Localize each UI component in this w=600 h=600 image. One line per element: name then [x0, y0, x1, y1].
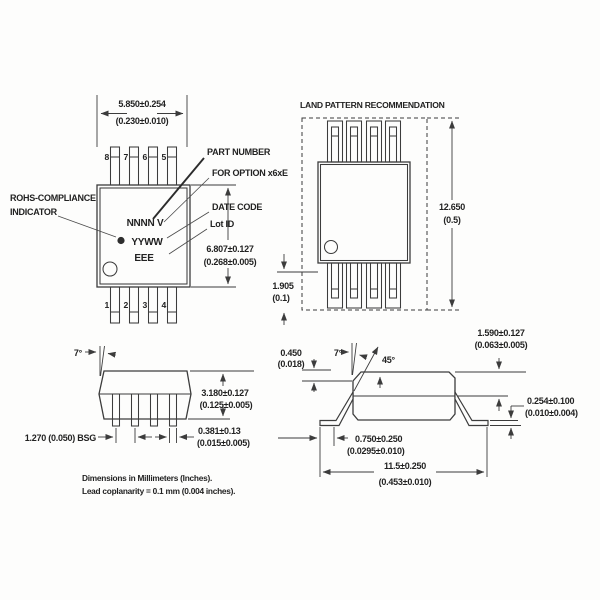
part-number-label: PART NUMBER — [207, 147, 271, 157]
rohs-label-line1: ROHS-COMPLIANCE — [10, 193, 96, 203]
package-body — [96, 184, 191, 288]
side-pitch-dim: 1.270 (0.050) BSG — [25, 433, 97, 443]
for-option-label: FOR OPTION x6xE — [212, 168, 288, 178]
top-pins: 8 7 6 5 — [104, 146, 178, 186]
pin-number: 5 — [161, 152, 166, 162]
land-height-in: (0.5) — [443, 215, 461, 225]
note-coplanarity: Lead coplanarity = 0.1 mm (0.004 inches)… — [82, 486, 235, 496]
foot-mm: 0.750±0.250 — [355, 434, 402, 444]
rohs-label-line2: INDICATOR — [10, 207, 58, 217]
note-units: Dimensions in Millimeters (Inches). — [82, 473, 212, 483]
side-height-mm: 3.180±0.127 — [201, 388, 248, 398]
pin-number: 7 — [123, 152, 128, 162]
end-draft-angle: 7° — [334, 348, 343, 358]
chamfer-in: (0.018) — [278, 359, 305, 369]
top-width-in: (0.230±0.010) — [116, 116, 169, 126]
lot-id-label: Lot ID — [210, 219, 235, 229]
top-height-in: (0.268±0.005) — [204, 257, 257, 267]
pin-number: 8 — [104, 152, 109, 162]
side-lead-width-in: (0.015±0.005) — [197, 438, 250, 448]
land-pin1-indicator — [323, 239, 339, 255]
side-height-in: (0.125±0.005) — [200, 400, 253, 410]
land-height-mm: 12.650 — [439, 202, 465, 212]
marking-part-number: NNNN V — [127, 218, 164, 229]
end-chamfer-angle: 45° — [382, 355, 396, 365]
land-pattern-title: LAND PATTERN RECOMMENDATION — [300, 100, 445, 110]
side-lead-width-mm: 0.381±0.13 — [198, 426, 241, 436]
side-view: 7° 3.180±0.127 (0.125±0.005) 1.270 (0.05… — [25, 345, 254, 448]
top-to-lead-in: (0.063±0.005) — [475, 340, 528, 350]
pin1-indicator — [102, 261, 118, 277]
foot-in: (0.0295±0.010) — [347, 446, 405, 456]
lead-thick-mm: 0.254±0.100 — [527, 396, 574, 406]
top-height-mm: 6.807±0.127 — [206, 244, 253, 254]
date-code-label: DATE CODE — [212, 202, 262, 212]
pin-number: 1 — [104, 300, 109, 310]
pad-ext-mm: 1.905 — [272, 281, 294, 291]
land-pattern-view: LAND PATTERN RECOMMENDATION 12.650 (0.5) — [272, 100, 466, 325]
marking-lot-id: EEE — [134, 253, 154, 264]
land-body — [317, 161, 411, 264]
end-view: 0.450 (0.018) 7° 45° 1.590±0.127 (0.063±… — [278, 328, 579, 487]
land-pads-top — [326, 120, 402, 163]
drawing-notes: Dimensions in Millimeters (Inches). Lead… — [82, 473, 235, 496]
rohs-dot-indicator — [117, 236, 125, 245]
pad-ext-in: (0.1) — [272, 293, 290, 303]
top-view: 5.850±0.254 (0.230±0.010) 8 7 6 5 NNNN V… — [10, 95, 288, 324]
overall-mm: 11.5±0.250 — [384, 461, 426, 471]
top-to-lead-mm: 1.590±0.127 — [477, 328, 524, 338]
top-width-mm: 5.850±0.254 — [118, 99, 165, 109]
overall-in: (0.453±0.010) — [379, 477, 432, 487]
pin-number: 4 — [161, 300, 166, 310]
pin-number: 2 — [123, 300, 128, 310]
chamfer-mm: 0.450 — [280, 348, 302, 358]
bottom-pins: 1 2 3 4 — [104, 286, 178, 324]
pin-number: 3 — [142, 300, 147, 310]
side-draft-angle: 7° — [74, 348, 83, 358]
lead-thick-in: (0.010±0.004) — [525, 408, 578, 418]
land-pads-bottom — [326, 262, 402, 309]
end-lead-left — [319, 389, 354, 427]
marking-date-code: YYWW — [131, 237, 163, 248]
end-lead-right — [454, 389, 489, 427]
pin-number: 6 — [142, 152, 147, 162]
